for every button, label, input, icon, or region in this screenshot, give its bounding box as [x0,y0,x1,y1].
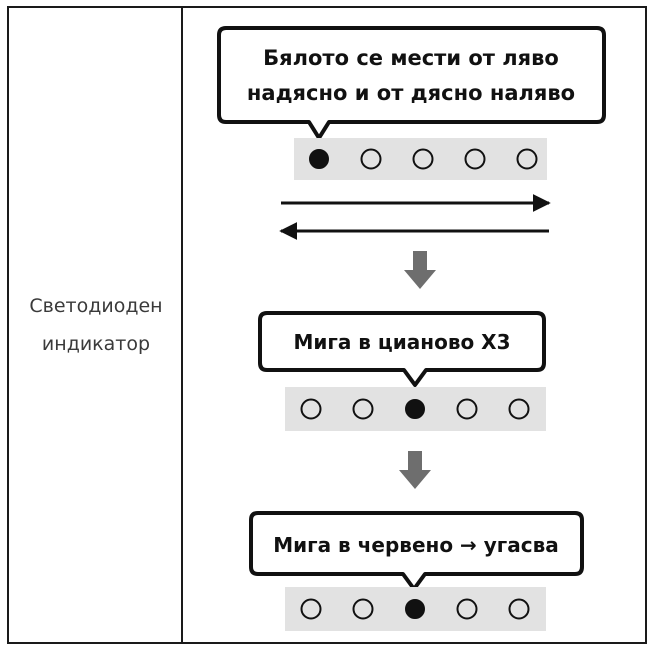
down-arrow-2 [399,451,431,489]
row-label-line-2: индикатор [41,333,151,355]
led-dot [456,398,478,420]
led-dot [456,598,478,620]
led-dot [405,399,425,419]
led-dot [405,599,425,619]
led-dot [412,148,434,170]
led-dot [360,148,382,170]
led-dot [309,149,329,169]
row-label: Светодиоден индикатор [12,7,180,643]
callout-step-2-line-1: Мига в цианово X3 [293,330,510,354]
callout-step-1: Бялото се мести от ляво надясно и от дяс… [217,26,606,140]
led-dot [464,148,486,170]
row-label-line-1: Светодиоден [29,295,163,317]
led-dot [300,398,322,420]
table-border [7,6,647,644]
led-dot [508,598,530,620]
led-strip-step-2 [285,387,546,431]
callout-step-1-line-1: Бялото се мести от ляво [263,46,559,70]
led-dot [352,398,374,420]
led-dot [516,148,538,170]
led-dot [508,398,530,420]
callout-step-2-shape [258,311,546,387]
led-dot [352,598,374,620]
down-arrow-1 [404,251,436,289]
callout-step-2: Мига в цианово X3 [258,311,546,387]
led-dot [300,598,322,620]
callout-step-1-shape [217,26,606,140]
callout-step-3-shape [249,511,584,591]
callout-step-3-line-1: Мига в червено → угасва [273,533,559,557]
callout-step-1-line-2: надясно и от дясно наляво [247,81,575,105]
led-strip-step-1 [294,138,547,180]
callout-step-3: Мига в червено → угасва [249,511,584,591]
led-strip-step-3 [285,587,546,631]
